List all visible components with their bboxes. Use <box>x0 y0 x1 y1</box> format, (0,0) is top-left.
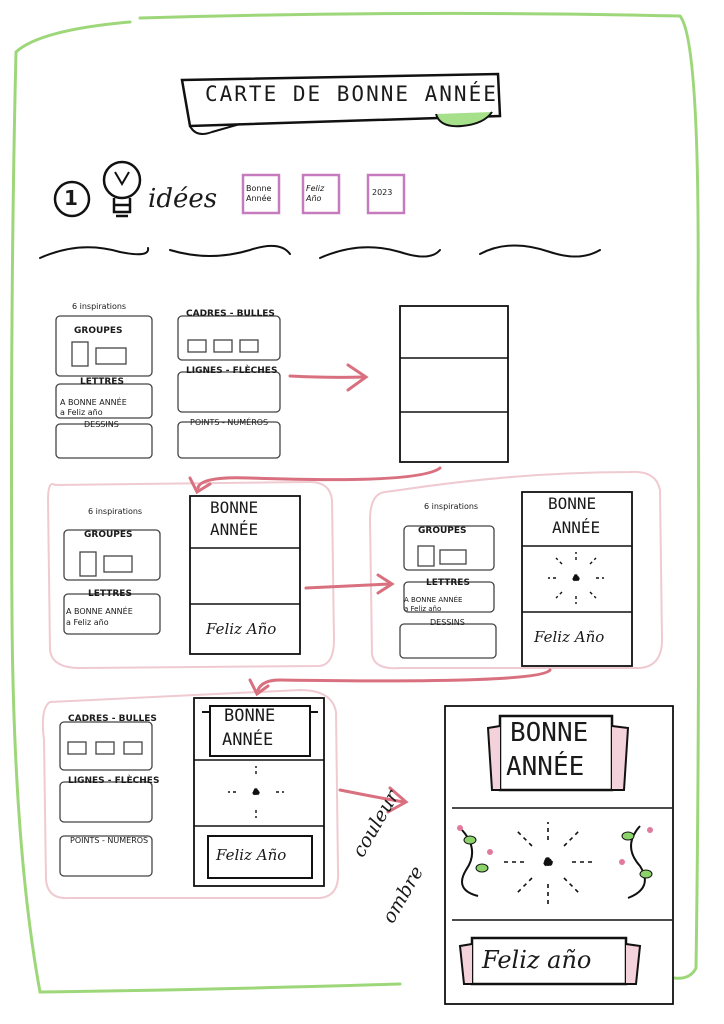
card4-feliz: Feliz Año <box>216 846 287 864</box>
banner-sketch-4 <box>202 705 318 757</box>
points-label-2: POINTS - NUMÉROS <box>70 836 149 845</box>
title-banner <box>180 72 502 135</box>
final-berries <box>457 825 653 865</box>
inspirations-tag-2: 6 inspirations <box>88 507 143 516</box>
letters-sample-2b: a Feliz año <box>66 618 109 627</box>
mini-card-group-e <box>59 721 153 877</box>
cadres-label-2: CADRES - BULLES <box>68 714 157 724</box>
cadres-label-1: CADRES - BULLES <box>186 309 275 319</box>
idea-card-1: Bonne Année <box>246 184 272 203</box>
mini-card-group-a <box>55 315 153 459</box>
card2-annee: ANNÉE <box>210 520 259 539</box>
dessins-label-1: DESSINS <box>84 420 119 429</box>
letters-sample-3a: A BONNE ANNÉE <box>404 596 463 604</box>
page-title: CARTE DE BONNE ANNÉE <box>205 82 498 106</box>
letters-sample-2a: A BONNE ANNÉE <box>66 607 133 616</box>
card3-feliz: Feliz Año <box>534 628 605 646</box>
idea-card-3: 2023 <box>372 188 393 197</box>
mini-card-group-c <box>63 529 161 635</box>
lightbulb-icon <box>102 160 142 218</box>
lignes-label-1: LIGNES - FLÈCHES <box>186 366 278 376</box>
firework-sketch-3 <box>548 552 604 604</box>
pink-zone-3 <box>41 688 340 900</box>
card3-bonne: BONNE <box>548 494 597 513</box>
lignes-label-2: LIGNES - FLÈCHES <box>68 776 160 786</box>
groupes-label-3: GROUPES <box>418 526 467 536</box>
mini-card-group-d <box>399 525 497 659</box>
groupes-label-2: GROUPES <box>84 530 133 540</box>
ideas-label: idées <box>148 184 218 214</box>
dessins-label-3: DESSINS <box>430 618 465 627</box>
card4-annee: ANNÉE <box>222 730 274 750</box>
pink-zone-2 <box>368 470 664 670</box>
final-firework <box>500 822 596 904</box>
inspirations-tag-1: 6 inspirations <box>72 302 127 311</box>
groupes-label-1: GROUPES <box>74 326 123 336</box>
swirl-divider <box>39 244 601 259</box>
inspirations-tag-3: 6 inspirations <box>424 502 479 511</box>
lettres-label-3: LETTRES <box>426 578 470 588</box>
final-leaves <box>463 831 653 879</box>
final-bonne: BONNE <box>510 718 589 748</box>
final-annee: ANNÉE <box>506 752 585 782</box>
pink-zone-1 <box>46 480 336 670</box>
blank-card-1 <box>399 305 509 463</box>
card2-feliz: Feliz Año <box>206 620 277 638</box>
points-label-1: POINTS - NUMÉROS <box>190 418 269 427</box>
letters-sample-1a: A BONNE ANNÉE <box>60 398 127 407</box>
letters-sample-1b: a Feliz año <box>60 408 103 417</box>
firework-sketch-4 <box>228 766 284 818</box>
idea-card-frame-1 <box>241 173 281 215</box>
lettres-label-2: LETTRES <box>88 589 132 599</box>
mini-card-group-b <box>177 315 281 459</box>
outer-frame <box>10 11 701 994</box>
card-stage-4 <box>193 697 325 887</box>
card-stage-2 <box>189 495 301 655</box>
idea-card-2: Feliz Año <box>306 184 325 203</box>
card2-bonne: BONNE <box>210 498 259 517</box>
lettres-label-1: LETTRES <box>80 377 124 387</box>
banner-sketch-4b <box>207 835 313 879</box>
idea-number-circle <box>53 180 91 218</box>
idea-card-frame-2 <box>301 173 341 215</box>
card3-annee: ANNÉE <box>552 518 601 537</box>
card4-bonne: BONNE <box>224 706 276 726</box>
idea-card-frame-3 <box>366 173 406 215</box>
idea-number: 1 <box>64 186 78 210</box>
final-feliz: Feliz año <box>482 946 592 974</box>
letters-sample-3b: a Feliz año <box>404 605 442 613</box>
process-arrows <box>188 363 552 814</box>
